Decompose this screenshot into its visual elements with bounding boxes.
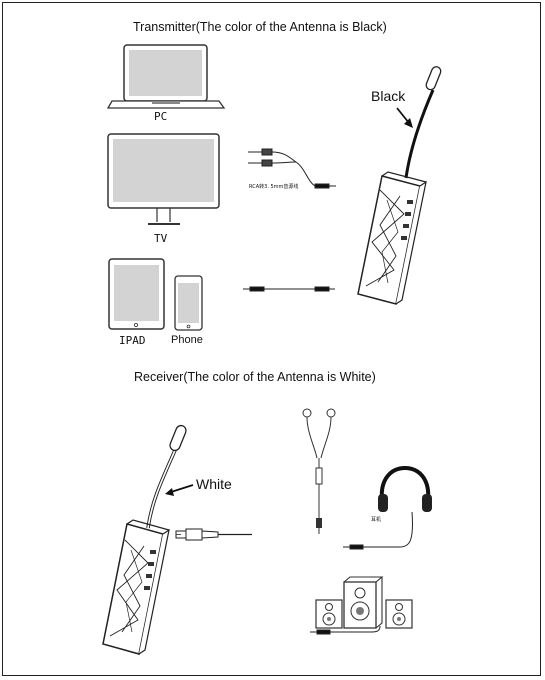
ipad-label: IPAD	[119, 334, 146, 347]
transmitter-device-icon	[357, 66, 442, 305]
headphone-cable-icon	[343, 511, 413, 550]
black-antenna-label: Black	[371, 88, 406, 104]
tv-label: TV	[154, 232, 168, 245]
ipad-icon	[108, 258, 165, 330]
phone-icon	[174, 275, 203, 331]
receiver-device-icon	[102, 424, 187, 655]
earphones-icon	[302, 408, 336, 534]
rca-cable-icon	[248, 148, 336, 189]
audio-jack-icon	[175, 528, 252, 541]
speakers-icon	[315, 576, 413, 629]
pc-label: PC	[154, 110, 168, 123]
aux-cable-icon	[243, 286, 335, 292]
headphone-caption: 耳机	[371, 517, 382, 523]
white-callout-arrow	[165, 484, 194, 496]
tv-icon	[107, 133, 220, 225]
receiver-heading: Receiver(The color of the Antenna is Whi…	[134, 370, 376, 384]
black-callout-arrow	[396, 107, 413, 128]
phone-label: Phone	[171, 334, 203, 346]
white-antenna-label: White	[196, 476, 232, 492]
laptop-icon	[106, 44, 226, 109]
rca-cable-caption: RCA转3. 5mm音源线	[249, 184, 299, 190]
speaker-cable-icon	[310, 625, 381, 635]
transmitter-heading: Transmitter(The color of the Antenna is …	[133, 20, 387, 34]
headphones-icon	[378, 465, 432, 512]
